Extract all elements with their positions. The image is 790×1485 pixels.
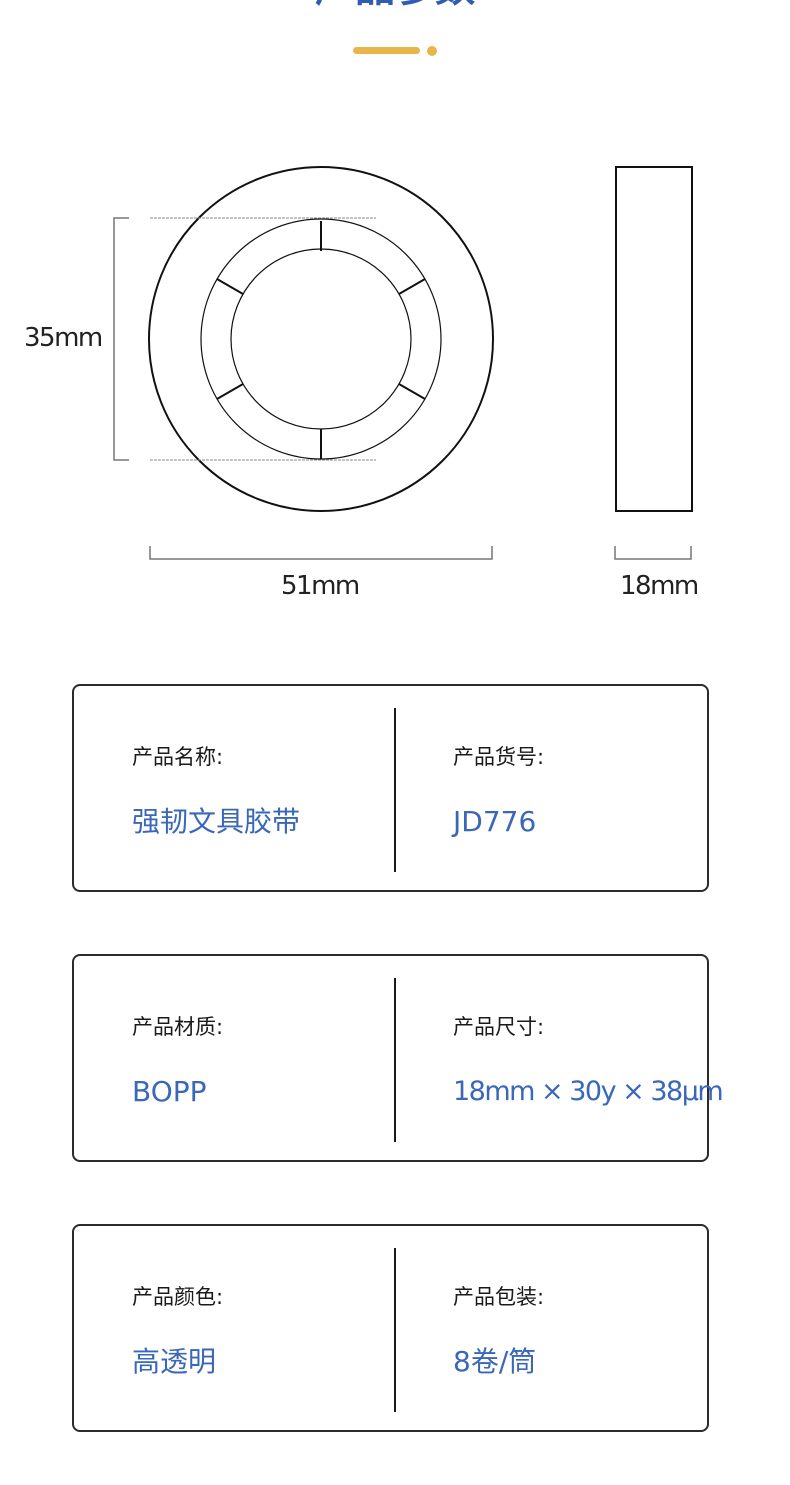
spec-card-name-sku: 产品名称: 强韧文具胶带 产品货号: JD776 (72, 684, 709, 892)
tape-dimension-diagram (113, 166, 693, 560)
title-underline-bar (353, 47, 420, 54)
product-name-value: 强韧文具胶带 (132, 805, 301, 838)
core-outer-circle (200, 218, 442, 460)
height-dimension-label: 35mm (24, 323, 103, 353)
product-size-label: 产品尺寸: (453, 1015, 545, 1039)
product-size-value: 18mm × 30y × 38μm (453, 1076, 724, 1107)
core-spokes (216, 221, 426, 459)
product-sku-label: 产品货号: (453, 745, 545, 769)
core-inner-circle (230, 248, 412, 430)
title-underline-dot (427, 46, 437, 56)
tape-side-view (615, 166, 693, 512)
product-color-label: 产品颜色: (132, 1285, 224, 1309)
diameter-dimension-label: 51mm (281, 571, 360, 601)
product-material-value: BOPP (132, 1075, 207, 1108)
width-dimension-label: 18mm (620, 571, 699, 601)
spec-card-color-packaging: 产品颜色: 高透明 产品包装: 8卷/筒 (72, 1224, 709, 1432)
height-bracket (113, 217, 129, 461)
page-title: 产品参数 (0, 0, 790, 8)
tape-outer-circle (148, 166, 494, 512)
product-color-value: 高透明 (132, 1345, 217, 1378)
width-bracket (614, 546, 692, 560)
product-material-label: 产品材质: (132, 1015, 224, 1039)
product-name-label: 产品名称: (132, 745, 224, 769)
product-packaging-value: 8卷/筒 (453, 1345, 537, 1378)
product-sku-value: JD776 (453, 805, 537, 838)
spec-card-material-size: 产品材质: BOPP 产品尺寸: 18mm × 30y × 38μm (72, 954, 724, 1162)
product-packaging-label: 产品包装: (453, 1285, 545, 1309)
card-divider (394, 708, 396, 872)
card-divider (394, 1248, 396, 1412)
card-divider (394, 978, 396, 1142)
diameter-bracket (149, 546, 493, 560)
